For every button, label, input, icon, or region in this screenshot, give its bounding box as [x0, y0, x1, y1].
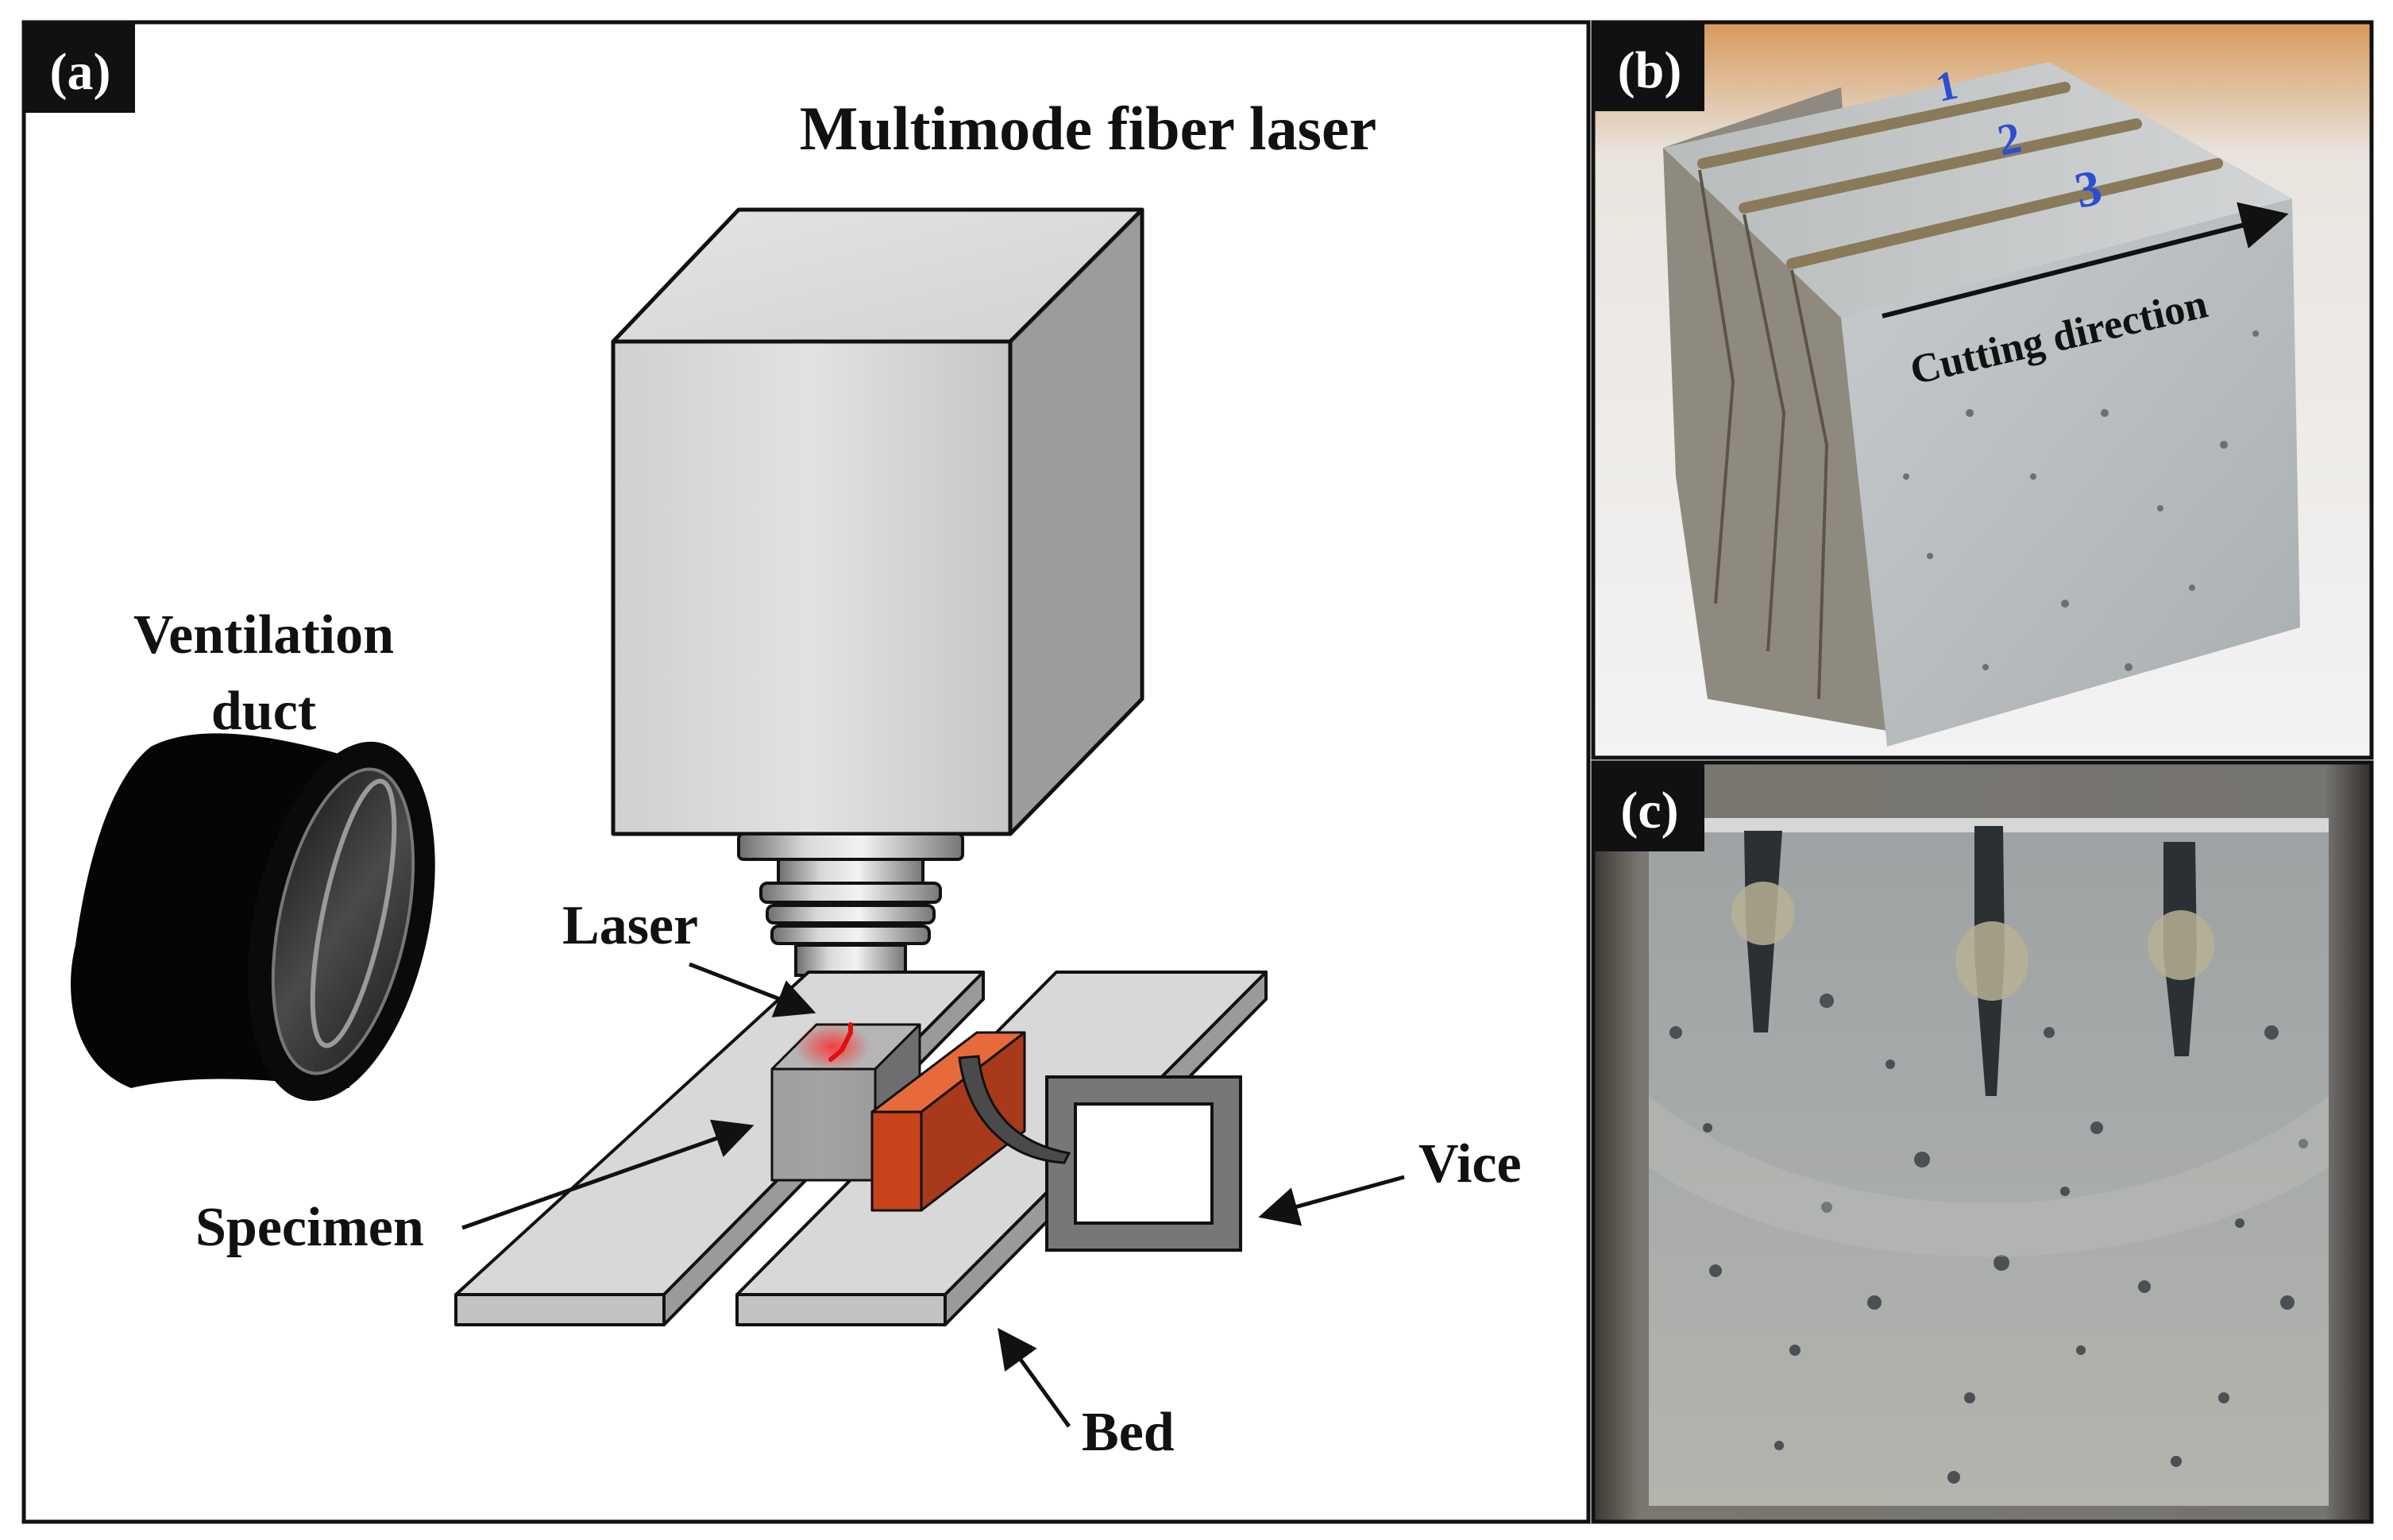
arrow-vice [1258, 1175, 1405, 1226]
panel-b-tag-bg [1595, 24, 1704, 111]
section-pores [1669, 994, 2308, 1484]
laser-title: Multimode fiber laser [800, 94, 1376, 163]
panel-b: 1 2 3 Cutting direction (b) [1591, 20, 2374, 760]
panel-b-tag: (b) [1618, 41, 1682, 99]
section-band [1649, 1096, 2329, 1257]
panel-a-tag: (a) [50, 43, 111, 101]
groove-3 [1786, 158, 2223, 269]
cut-grooves-shadow [1698, 169, 1829, 700]
vice-frame-inner [1074, 1102, 1214, 1225]
annotation-arrows [461, 962, 1405, 1428]
specimen-front-shade [770, 1067, 877, 1182]
laser-glow [794, 1023, 870, 1071]
laser-beam [794, 1022, 870, 1071]
vice-jaw-front [870, 1110, 923, 1212]
panel-c: (c) [1591, 760, 2374, 1524]
groove-1 [1697, 82, 2071, 169]
ventilation-label-2: duct [211, 681, 316, 742]
laser-housing-front [611, 339, 1013, 836]
slag-deposits [1731, 882, 2214, 1001]
arrow-laser [689, 962, 816, 1017]
laser-label: Laser [562, 895, 698, 956]
groove-edge-3 [1790, 269, 1829, 700]
arrow-bed [998, 1327, 1071, 1428]
specimen-top-edge [1649, 818, 2329, 832]
laser-head [737, 832, 964, 1027]
laser-housing [611, 207, 1144, 836]
laser-beam-line [828, 1022, 853, 1062]
duct-inner-edge [271, 767, 415, 1075]
groove-edge-2 [1743, 214, 1786, 652]
panel-c-tag: (c) [1620, 782, 1678, 839]
cube-front-face [1841, 199, 2300, 747]
duct-inner [272, 769, 414, 1074]
vice-jaw [870, 1031, 1026, 1212]
cube-pores [1903, 330, 2259, 671]
arrow-specimen [461, 1119, 755, 1230]
laser-head-base [794, 944, 907, 977]
groove-2 [1739, 118, 2142, 214]
cutting-direction-arrow [1882, 202, 2289, 318]
groove-edge-1 [1698, 169, 1735, 604]
bed-label: Bed [1082, 1402, 1175, 1463]
laser-head-ring3 [770, 924, 931, 945]
vice-label: Vice [1418, 1133, 1522, 1195]
laser-head-collar [737, 832, 964, 861]
duct-highlight [310, 778, 397, 1048]
ventilation-duct [71, 733, 435, 1102]
cut-grooves [1697, 82, 2223, 269]
vice-frame [1045, 1075, 1242, 1252]
laser-head-ring1 [759, 882, 942, 904]
specimen-label: Specimen [195, 1197, 424, 1258]
vice-screw [958, 1055, 1071, 1164]
panel-a: (a) Multimode fiber laser Ventilation [21, 20, 1591, 1524]
bed-plate-right-front [735, 1293, 947, 1326]
panel-c-tag-bg [1595, 764, 1704, 851]
laser-head-ring2 [766, 904, 936, 924]
bed-plate-left-front [454, 1293, 666, 1326]
ventilation-label-1: Ventilation [133, 604, 394, 666]
panel-a-tag-bg [25, 24, 135, 113]
